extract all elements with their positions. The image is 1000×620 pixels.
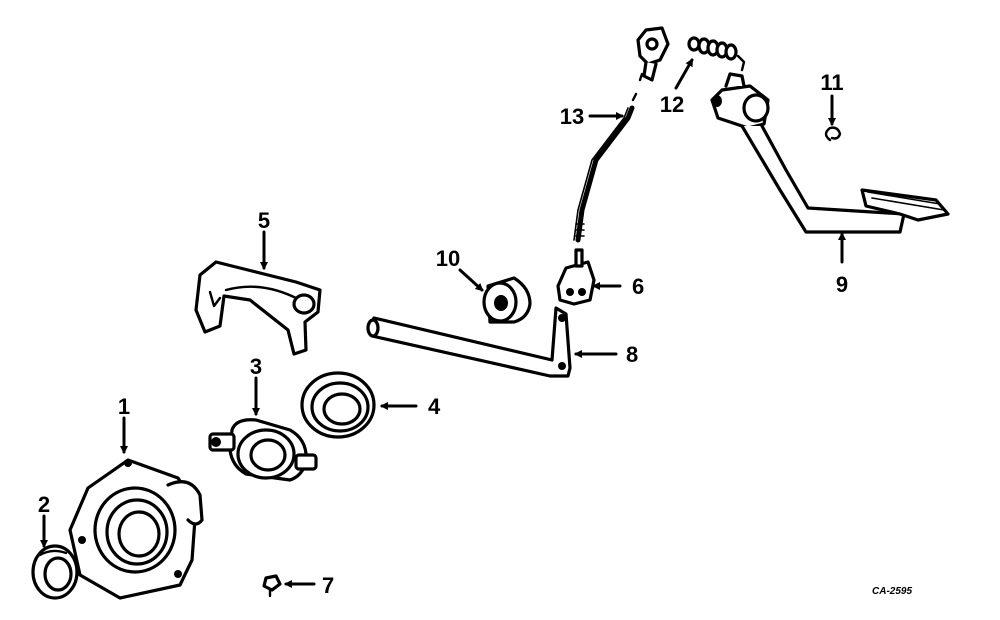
callout-labels: 1 2 3 4 5 6 7 8 9 10 11 12 13 [38, 70, 848, 598]
callout-label-7: 7 [322, 573, 334, 598]
callout-label-6: 6 [632, 274, 644, 299]
clip [824, 126, 842, 142]
figure-code: CA-2595 [872, 586, 912, 597]
callout-label-5: 5 [258, 208, 270, 233]
callout-label-11: 11 [820, 70, 843, 95]
callout-label-2: 2 [38, 492, 50, 517]
callout-label-8: 8 [626, 342, 638, 367]
bearing-carrier [208, 418, 318, 482]
washers-and-pin [687, 36, 746, 72]
cross-shaft [366, 306, 572, 378]
callout-label-3: 3 [250, 354, 262, 379]
callout-label-1: 1 [118, 394, 130, 419]
clutch-pedal [710, 72, 950, 234]
clevis [556, 248, 596, 306]
callout-label-4: 4 [428, 394, 441, 419]
seal-ring [31, 544, 79, 600]
bushing [482, 276, 532, 324]
clutch-rod [573, 72, 644, 243]
callout-label-9: 9 [836, 272, 848, 297]
callout-label-13: 13 [560, 104, 584, 129]
callout-label-12: 12 [660, 92, 684, 117]
release-fork [194, 260, 322, 356]
callout-label-10: 10 [436, 246, 460, 271]
callout-arrow-12 [674, 58, 694, 90]
upper-clevis [636, 26, 670, 82]
callout-arrow-10 [458, 268, 484, 292]
bearing-housing [68, 458, 204, 600]
callout-arrows [40, 58, 846, 588]
release-bearing [300, 371, 376, 439]
bolt [262, 574, 282, 598]
